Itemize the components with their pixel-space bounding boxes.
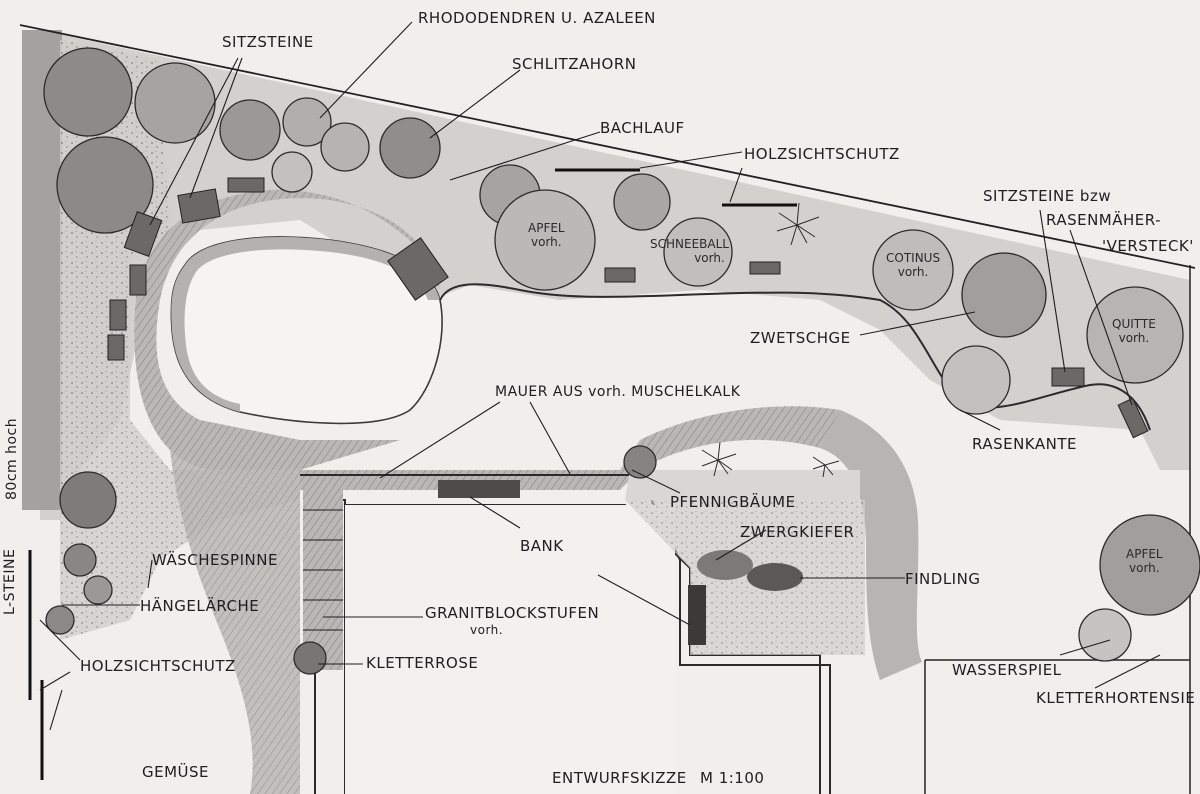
tree-schneeball-name: SCHNEEBALL <box>650 237 729 251</box>
tree-quitte-name: QUITTE <box>1112 317 1156 331</box>
tree-schneeball: SCHNEEBALL vorh. <box>650 237 729 266</box>
label-l-steine: L-STEINE <box>2 548 18 615</box>
label-entwurfskizze: ENTWURFSKIZZE <box>552 769 687 787</box>
label-zwetschge: ZWETSCHGE <box>750 329 851 347</box>
tree-apfel-top-name: APFEL <box>528 221 565 235</box>
findling-stone <box>747 563 803 591</box>
tree-cotinus-name: COTINUS <box>886 251 941 265</box>
sitting-stones <box>107 177 1149 439</box>
label-haengelaerche: HÄNGELÄRCHE <box>140 597 260 615</box>
label-schlitzahorn: SCHLITZAHORN <box>512 55 637 73</box>
tree-cotinus: COTINUS vorh. <box>886 251 941 280</box>
terrace-surface <box>345 505 675 794</box>
pond-gravel-rim <box>171 237 440 412</box>
label-kletterrose: KLETTERROSE <box>366 654 479 672</box>
tree-quitte-vorh: vorh. <box>1118 330 1150 345</box>
label-holzsichtschutz-left: HOLZSICHTSCHUTZ <box>80 657 236 675</box>
tree-apfel-right-vorh: vorh. <box>1129 560 1160 575</box>
label-gemuese: GEMÜSE <box>142 763 210 781</box>
curved-path-bottom-left <box>170 450 300 794</box>
label-bachlauf: BACHLAUF <box>600 119 685 137</box>
label-waeschespinne: WÄSCHESPINNE <box>152 551 278 569</box>
boundary-top <box>19 24 1196 269</box>
lawn-edge-line <box>439 283 1151 431</box>
label-rasenkante: RASENKANTE <box>972 435 1077 453</box>
dwarf-pine <box>697 550 753 580</box>
label-mauer: MAUER AUS vorh. MUSCHELKALK <box>495 384 741 400</box>
raised-bed-planter <box>625 500 865 655</box>
trees <box>43 47 1200 675</box>
wall-right-arc <box>820 410 922 680</box>
tree-apfel-top-vorh: vorh. <box>531 234 562 249</box>
label-kletterhortensie: KLETTERHORTENSIE <box>1036 689 1196 707</box>
label-granitblockstufen-vorh: vorh. <box>470 623 504 637</box>
label-massstab: M 1:100 <box>700 769 765 787</box>
label-sitzsteine: SITZSTEINE <box>222 33 314 51</box>
tree-schneeball-vorh: vorh. <box>694 250 725 265</box>
curved-path-left <box>134 189 441 470</box>
stone-block <box>688 585 706 645</box>
raised-bed-top <box>625 470 860 500</box>
tree-apfel-top: APFEL vorh. <box>528 221 565 250</box>
tree-quitte: QUITTE vorh. <box>1112 317 1156 346</box>
tree-apfel-right: APFEL vorh. <box>1126 547 1163 576</box>
step-lines <box>303 509 343 631</box>
label-zwergkiefer: ZWERGKIEFER <box>740 523 855 541</box>
tree-apfel-right-name: APFEL <box>1126 547 1163 561</box>
label-wasserspiel: WASSERSPIEL <box>952 661 1062 679</box>
label-bank: BANK <box>520 537 564 555</box>
leader-lines <box>39 21 1161 731</box>
label-versteck: 'VERSTECK' <box>1102 237 1194 255</box>
label-rasenmaeher: RASENMÄHER- <box>1046 211 1161 229</box>
label-pfennigbaeume: PFENNIGBÄUME <box>670 493 796 511</box>
label-sitzsteine-bzw: SITZSTEINE bzw <box>983 187 1112 205</box>
label-findling: FINDLING <box>905 570 981 588</box>
label-rhododendren: RHODODENDREN U. AZALEEN <box>418 9 656 27</box>
granite-steps <box>303 480 343 670</box>
bench <box>438 480 520 498</box>
label-hoehe: 80cm hoch <box>4 417 20 500</box>
tree-cotinus-vorh: vorh. <box>897 264 929 279</box>
label-holzsichtschutz-top: HOLZSICHTSCHUTZ <box>744 145 900 163</box>
grasses <box>701 202 840 478</box>
label-granitblockstufen: GRANITBLOCKSTUFEN <box>425 604 600 622</box>
